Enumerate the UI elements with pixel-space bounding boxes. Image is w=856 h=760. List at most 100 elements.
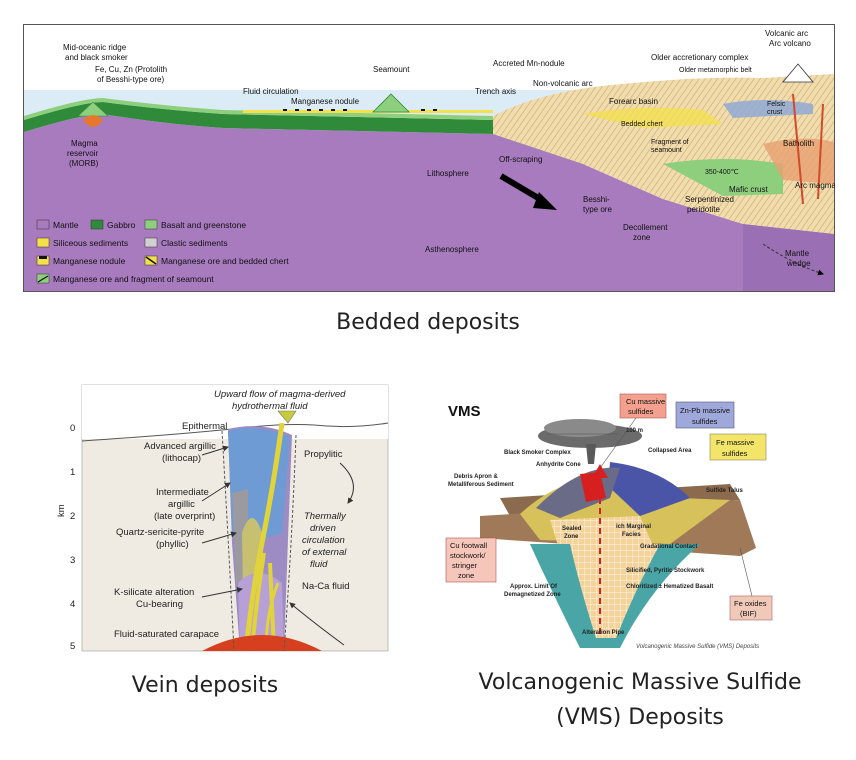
depth-tick-4: 4 <box>70 599 75 610</box>
label-forearc-basin: Forearc basin <box>609 97 658 106</box>
label-thermally: Thermally <box>304 511 347 522</box>
label-anhydrite-cone: Anhydrite Cone <box>536 462 581 468</box>
znpb-callout: Zn-Pb massive sulfides <box>675 401 735 429</box>
label-k-silicate: K-silicate alteration <box>114 587 194 598</box>
label-decollement: Decollement <box>623 223 668 232</box>
footwall-label-1: Cu footwall <box>450 541 487 550</box>
footwall-label-3: stringer <box>452 561 478 570</box>
arc-volcano <box>782 63 814 83</box>
fe-oxides-callout: Fe oxides (BIF) <box>729 547 773 621</box>
label-chloritized-basalt: Chloritized ± Hematized Basalt <box>626 584 713 590</box>
legend-swatch-siliceous <box>36 237 50 248</box>
label-accreted-mn-nodule: Accreted Mn-nodule <box>493 59 565 68</box>
label-lithocap: (lithocap) <box>162 453 201 464</box>
label-fluid-circulation: Fluid circulation <box>243 87 299 96</box>
label-sulfide-talus: Sulfide Talus <box>706 488 744 494</box>
cu-sulfides-label: sulfides <box>628 407 654 416</box>
label-argillic: argillic <box>168 499 195 510</box>
arc-magma <box>792 93 804 205</box>
label-circulation: circulation <box>302 535 345 546</box>
vein-diagram-svg: km 0 1 2 3 4 5 Upward flow of magma-deri… <box>56 384 389 652</box>
fe-sulfides-label: sulfides <box>722 449 748 458</box>
label-driven: driven <box>310 523 336 534</box>
label-fragment-seamount: seamount <box>651 147 682 154</box>
cu-massive-callout: Cu massive sulfides <box>599 393 667 469</box>
label-sealed-zone: Zone <box>564 534 579 540</box>
label-sealed: Sealed <box>562 526 582 532</box>
legend-siliceous: Siliceous sediments <box>53 238 128 248</box>
label-bedded-chert: Bedded chert <box>621 121 663 128</box>
siliceous-layer <box>243 110 493 113</box>
basalt-layer <box>24 98 583 142</box>
label-alteration-pipe: Alteration Pipe <box>582 630 625 636</box>
label-felsic-crust: crust <box>767 109 782 116</box>
footwall-label-2: stockwork/ <box>450 551 486 560</box>
label-besshi-type-ore: type ore <box>583 205 612 214</box>
label-fragment-of: Fragment of <box>651 139 689 146</box>
label-epithermal: Epithermal <box>182 421 227 432</box>
depth-tick-2: 2 <box>70 511 75 522</box>
label-marginal: ich Marginal <box>616 524 651 530</box>
label-collapsed-area: Collapsed Area <box>648 448 692 454</box>
label-cu-bearing: Cu-bearing <box>136 599 183 610</box>
stockwork-zone <box>570 544 660 638</box>
depth-tick-5: 5 <box>70 641 75 652</box>
label-decollement-zone: zone <box>633 233 651 242</box>
caption-bedded: Bedded deposits <box>336 310 520 335</box>
label-quartz-sericite-pyrite: Quartz-sericite-pyrite <box>116 527 204 538</box>
label-non-volcanic-arc: Non-volcanic arc <box>533 79 593 88</box>
znpb-sulfides-label: sulfides <box>692 417 718 426</box>
label-propylitic: Propylitic <box>304 449 343 460</box>
label-serpentinized: Serpentinized <box>685 195 734 204</box>
sealed-zone <box>550 516 654 552</box>
legend-swatch-basalt <box>144 219 158 230</box>
legend-basalt: Basalt and greenstone <box>161 220 246 230</box>
label-upward-flow: Upward flow of magma-derived <box>214 389 346 400</box>
legend-swatch-gabbro <box>90 219 104 230</box>
label-black-smoker: and black smoker <box>65 53 128 62</box>
seamount <box>372 93 410 113</box>
vms-scale: 100 m <box>626 428 643 434</box>
label-mantle-wedge: wedge <box>786 259 811 268</box>
label-facies: Facies <box>622 532 641 538</box>
vms-footer: Volcanogenic Massive Sulfide (VMS) Depos… <box>636 644 759 650</box>
depth-tick-0: 0 <box>70 423 75 434</box>
label-phyllic: (phyllic) <box>156 539 189 550</box>
label-besshi: Besshi- <box>583 195 610 204</box>
label-manganese-nodule: Manganese nodule <box>291 97 360 106</box>
label-felsic: Felsic <box>767 101 786 108</box>
label-seamount: Seamount <box>373 65 410 74</box>
magma-reservoir <box>83 115 103 127</box>
label-older-metamorphic-belt: Older metamorphic belt <box>679 67 752 74</box>
legend: Mantle Gabbro Basalt and greenstone Sili… <box>36 219 289 284</box>
caption-vms-line2: (VMS) Deposits <box>556 705 724 730</box>
magma-carapace <box>202 635 322 651</box>
vein-main <box>243 422 285 652</box>
zn-pb-zone <box>608 462 690 516</box>
footwall-callout: Cu footwall stockwork/ stringer zone <box>445 537 497 583</box>
caption-vms: Volcanogenic Massive Sulfide (VMS) Depos… <box>444 665 836 735</box>
label-arc-magma: Arc magma <box>795 181 835 190</box>
manganese-nodules <box>283 109 437 111</box>
label-off-scraping: Off-scraping <box>499 155 542 164</box>
hydrothermal-plume <box>277 410 297 424</box>
bedded-diagram: Mid-oceanic ridge and black smoker Fe, C… <box>23 24 836 292</box>
depth-tick-1: 1 <box>70 467 75 478</box>
label-arc-volcano: Arc volcano <box>769 39 811 48</box>
legend-mn-chert: Manganese ore and bedded chert <box>161 256 289 266</box>
legend-mantle: Mantle <box>53 220 79 230</box>
label-approx-limit: Approx. Limit Of <box>510 584 558 590</box>
label-asthenosphere: Asthenosphere <box>425 245 479 254</box>
footwall-label-4: zone <box>458 571 474 580</box>
label-gradational-contact: Gradational Contact <box>640 544 697 550</box>
label-mantle: Mantle <box>785 249 810 258</box>
label-trench-axis: Trench axis <box>475 87 516 96</box>
label-metalliferous-sediment: Metalliferous Sediment <box>448 482 514 488</box>
legend-clastic: Clastic sediments <box>161 238 228 248</box>
label-batholith: Batholith <box>783 139 814 148</box>
mantle-layer <box>24 114 834 291</box>
label-older-accretionary-complex: Older accretionary complex <box>651 53 748 62</box>
fe-oxides-label: Fe oxides <box>734 599 767 608</box>
label-intermediate: Intermediate <box>156 487 209 498</box>
label-morb: (MORB) <box>69 159 99 168</box>
